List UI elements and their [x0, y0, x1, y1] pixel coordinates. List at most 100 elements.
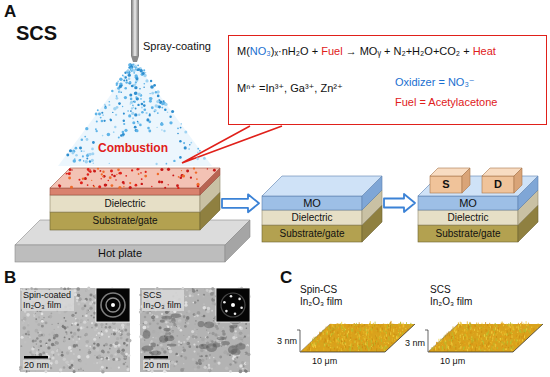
combustion-spot	[108, 180, 110, 182]
afm-spike	[336, 341, 337, 342]
spray-droplet	[158, 106, 161, 109]
tem-grain	[101, 333, 104, 336]
tem-grain	[70, 359, 73, 362]
tem-grain	[143, 323, 145, 325]
tem-grain	[26, 370, 28, 372]
spray-droplet	[132, 117, 134, 119]
tem-grain	[239, 369, 240, 370]
tem-grain	[236, 337, 237, 338]
spray-droplet	[73, 159, 77, 163]
tem-grain	[93, 362, 95, 364]
tem-grain	[89, 346, 91, 348]
tem-grain	[168, 354, 170, 356]
tem-grain	[89, 302, 92, 305]
spray-droplet	[95, 128, 97, 130]
tem-grain	[208, 369, 210, 371]
afm-spike	[351, 325, 352, 327]
afm-spike	[341, 326, 342, 329]
tem-grain	[36, 337, 39, 340]
combustion-spot	[135, 184, 138, 187]
spray-droplet	[141, 103, 144, 106]
tem-grain	[108, 359, 110, 361]
afm-spike	[372, 339, 373, 341]
afm-spike	[328, 332, 329, 335]
tem-grain	[183, 358, 185, 360]
afm-spike	[331, 343, 332, 344]
afm-spike	[385, 340, 386, 341]
spray-droplet	[71, 152, 74, 155]
tem-grain	[58, 333, 59, 334]
spray-droplet	[129, 94, 132, 97]
tem-grain	[209, 354, 211, 356]
tem-grain	[51, 350, 54, 353]
tem-grain	[78, 292, 80, 294]
tem-grain	[27, 331, 30, 334]
tem-grain	[178, 344, 180, 346]
tem-grain	[246, 328, 248, 330]
afm-spike	[340, 345, 341, 348]
tem-grain	[63, 339, 66, 342]
tem-grain	[71, 314, 74, 317]
afm-spike	[359, 340, 360, 342]
tem-grain	[101, 331, 102, 332]
combustion-spot	[87, 168, 90, 171]
tem-grain	[126, 344, 128, 346]
tem-blotch	[171, 318, 175, 324]
afm-spike	[397, 328, 398, 331]
tem-grain	[198, 294, 200, 296]
afm-spike	[326, 343, 327, 344]
combustion-spot	[93, 170, 96, 173]
tem-grain	[106, 356, 109, 359]
afm-spike	[410, 323, 411, 325]
afm-spike	[335, 338, 336, 341]
afm-spike	[312, 344, 313, 347]
afm-spike	[361, 324, 362, 326]
tem-grain	[91, 344, 94, 347]
afm-spike	[342, 329, 343, 331]
callout-pointer	[182, 126, 282, 163]
afm-spike	[378, 324, 379, 325]
spray-droplet	[167, 111, 169, 113]
tem-grain	[108, 326, 111, 329]
tem-grain	[214, 333, 217, 336]
tem-grain	[87, 321, 88, 322]
afm-spike	[378, 324, 379, 326]
tem-grain	[96, 343, 100, 347]
tem-grain	[50, 367, 53, 370]
afm-spike	[339, 331, 340, 333]
afm-spike	[361, 328, 362, 329]
tem-grain	[204, 366, 207, 369]
tem-grain	[53, 354, 54, 355]
tem-grain	[234, 361, 238, 365]
afm-spike	[370, 321, 371, 324]
tem-grain	[79, 336, 81, 338]
tem-grain	[204, 289, 205, 290]
tem-grain	[194, 351, 196, 353]
tem-grain	[186, 312, 188, 314]
tem-grain	[123, 357, 126, 360]
tem-grain	[147, 326, 150, 329]
tem-grain	[80, 322, 81, 323]
tem-grain	[197, 331, 199, 333]
combustion-spot	[82, 178, 83, 179]
afm-spike	[309, 347, 310, 350]
tem-grain	[80, 368, 82, 370]
spray-droplet	[116, 95, 118, 97]
tem-grain	[217, 327, 219, 329]
tem-grain	[47, 346, 50, 349]
tem-grain	[115, 342, 118, 345]
tem-grain	[71, 349, 72, 350]
tem-grain	[109, 348, 111, 350]
oxide-top	[262, 176, 382, 196]
spray-droplet	[197, 152, 199, 154]
tem-grain	[200, 316, 203, 319]
afm-spike	[323, 348, 324, 351]
tem-grain	[197, 300, 199, 302]
tem-grain	[94, 299, 96, 301]
fft-center	[231, 303, 235, 307]
spray-droplet	[134, 113, 137, 116]
tem-grain	[193, 366, 195, 368]
afm-spike	[379, 337, 380, 339]
tem-grain	[46, 353, 48, 355]
tem-blotch	[160, 320, 165, 323]
